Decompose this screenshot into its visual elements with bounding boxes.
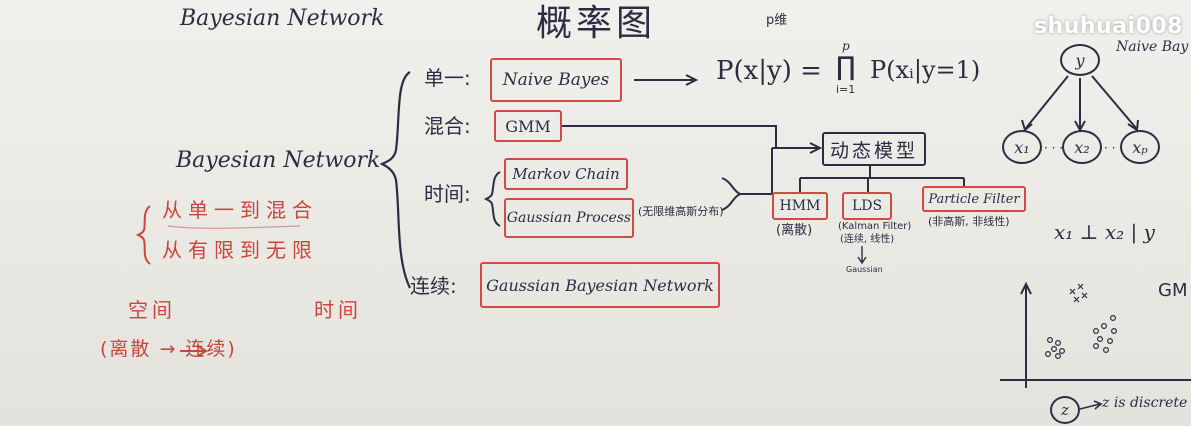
red-brace: [135, 205, 151, 265]
category-continuous: 连续:: [410, 274, 457, 298]
formula-prod-bottom: i=1: [836, 83, 856, 96]
time-label-red: 时间: [314, 298, 362, 322]
hmm-box: HMM: [772, 192, 828, 220]
formula-prod-top: p: [842, 39, 850, 53]
lds-note-2: (连续, 线性): [840, 234, 895, 245]
naive-bayes-box: Naive Bayes: [490, 58, 622, 102]
lds-note-1: (Kalman Filter): [838, 221, 912, 232]
formula-rhs: P(xᵢ|y=1): [870, 56, 981, 84]
time-brace: [483, 171, 501, 227]
category-single: 单一:: [424, 66, 471, 90]
main-brace: [379, 71, 411, 289]
graph-node-x2: x₂: [1062, 130, 1102, 164]
category-time: 时间:: [424, 182, 471, 206]
gmm-box: GMM: [494, 110, 562, 142]
gmm-line: [562, 125, 777, 148]
graph-dots-2: · · ·: [1104, 141, 1124, 155]
gp-note: (无限维高斯分布): [638, 205, 724, 218]
red-line-1: 从单一到混合: [162, 198, 318, 222]
z-note: z is discrete: [1102, 395, 1188, 411]
particle-filter-box: Particle Filter: [922, 186, 1026, 212]
z-node: z: [1050, 396, 1080, 424]
time-to-dynamic: [721, 177, 743, 211]
main-label: Bayesian Network: [176, 148, 381, 173]
discrete-to-continuous: (离散 → 连续): [100, 338, 237, 360]
graph-node-xp: xₚ: [1120, 130, 1160, 164]
markov-chain-box: Markov Chain: [504, 158, 628, 190]
hmm-note: (离散): [776, 223, 813, 238]
top-left-title: Bayesian Network: [180, 6, 385, 31]
graph-edges: [1025, 75, 1137, 129]
red-line-2: 从有限到无限: [162, 238, 318, 262]
category-mixed: 混合:: [424, 114, 471, 138]
dynamic-model-box: 动态模型: [822, 132, 926, 166]
graph-node-y: y: [1060, 44, 1100, 76]
center-title: 概率图: [536, 3, 657, 44]
gbn-box: Gaussian Bayesian Network: [480, 262, 720, 308]
dynamic-branches: [799, 164, 965, 192]
pf-note: (非高斯, 非线性): [928, 215, 1010, 228]
graph-node-x1: x₁: [1002, 130, 1042, 164]
graph-dots-1: · · ·: [1044, 141, 1064, 155]
independence-text: x₁ ⊥ x₂ | y: [1054, 220, 1155, 244]
space-label: 空间: [128, 298, 176, 322]
graph-label: Naive Bay: [1116, 39, 1189, 55]
formula-prod: ∏: [836, 52, 856, 82]
gaussian-process-box: Gaussian Process: [504, 198, 634, 238]
lds-note-3: Gaussian: [846, 265, 883, 274]
gm-label: GM: [1158, 280, 1188, 301]
dims-note: p维: [766, 13, 788, 28]
scatter-points: [1044, 283, 1117, 360]
watermark: shuhuai008: [1033, 14, 1183, 39]
formula-lhs: P(x|y) =: [716, 56, 822, 86]
scatter-axes: [1000, 286, 1191, 388]
lds-box: LDS: [842, 192, 892, 220]
